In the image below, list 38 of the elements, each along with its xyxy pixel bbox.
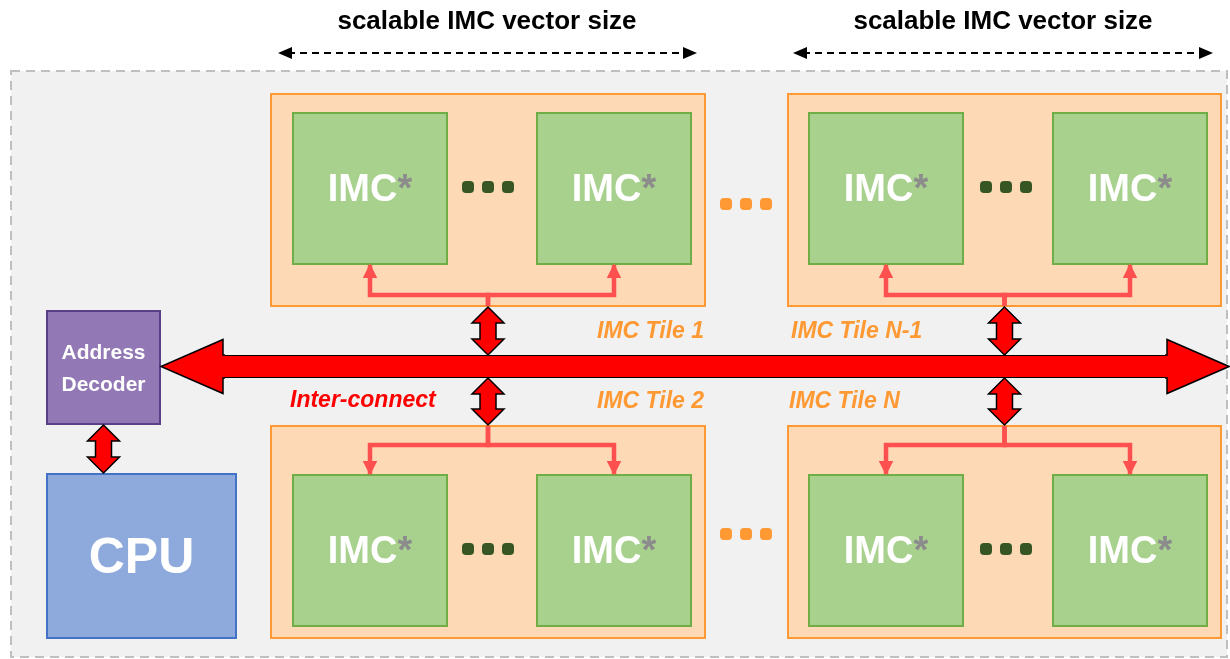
imc-box	[536, 112, 692, 265]
imc-label: IMC*	[327, 167, 413, 210]
dimension-label: scalable IMC vector size	[336, 5, 638, 36]
arrow	[1002, 426, 1138, 476]
bus-label: Inter-connect	[290, 386, 436, 413]
imc-label: IMC*	[571, 529, 657, 572]
imc-box	[1052, 474, 1208, 627]
double-arrow	[470, 305, 506, 357]
dimension-label: scalable IMC vector size	[852, 5, 1154, 36]
imc-box	[1052, 112, 1208, 265]
imc-box	[292, 112, 448, 265]
double-arrow	[986, 305, 1023, 357]
imc-label: IMC*	[843, 529, 929, 572]
imc-label: IMC*	[1087, 167, 1173, 210]
tile-label: IMC Tile N-1	[791, 317, 923, 344]
arrow	[485, 263, 622, 306]
arrow	[485, 426, 622, 476]
cpu-label: CPU	[88, 527, 195, 585]
decoder-box	[46, 310, 161, 425]
double-arrow	[85, 423, 122, 475]
imc-label: IMC*	[1087, 529, 1173, 572]
double-arrow	[1164, 338, 1230, 395]
decoder-label: Address Decoder	[60, 339, 147, 397]
tile-label: IMC Tile 1	[597, 317, 704, 344]
tile-label: IMC Tile N	[789, 387, 900, 414]
imc-label: IMC*	[327, 529, 413, 572]
double-arrow	[986, 376, 1023, 427]
imc-label: IMC*	[571, 167, 657, 210]
imc-label: IMC*	[843, 167, 929, 210]
double-arrow	[470, 376, 506, 427]
imc-box	[808, 112, 964, 265]
tile-label: IMC Tile 2	[597, 387, 704, 414]
imc-box	[292, 474, 448, 627]
arrow	[1002, 263, 1138, 306]
imc-box	[536, 474, 692, 627]
double-arrow	[159, 338, 226, 395]
cpu-box	[46, 473, 237, 639]
imc-box	[808, 474, 964, 627]
